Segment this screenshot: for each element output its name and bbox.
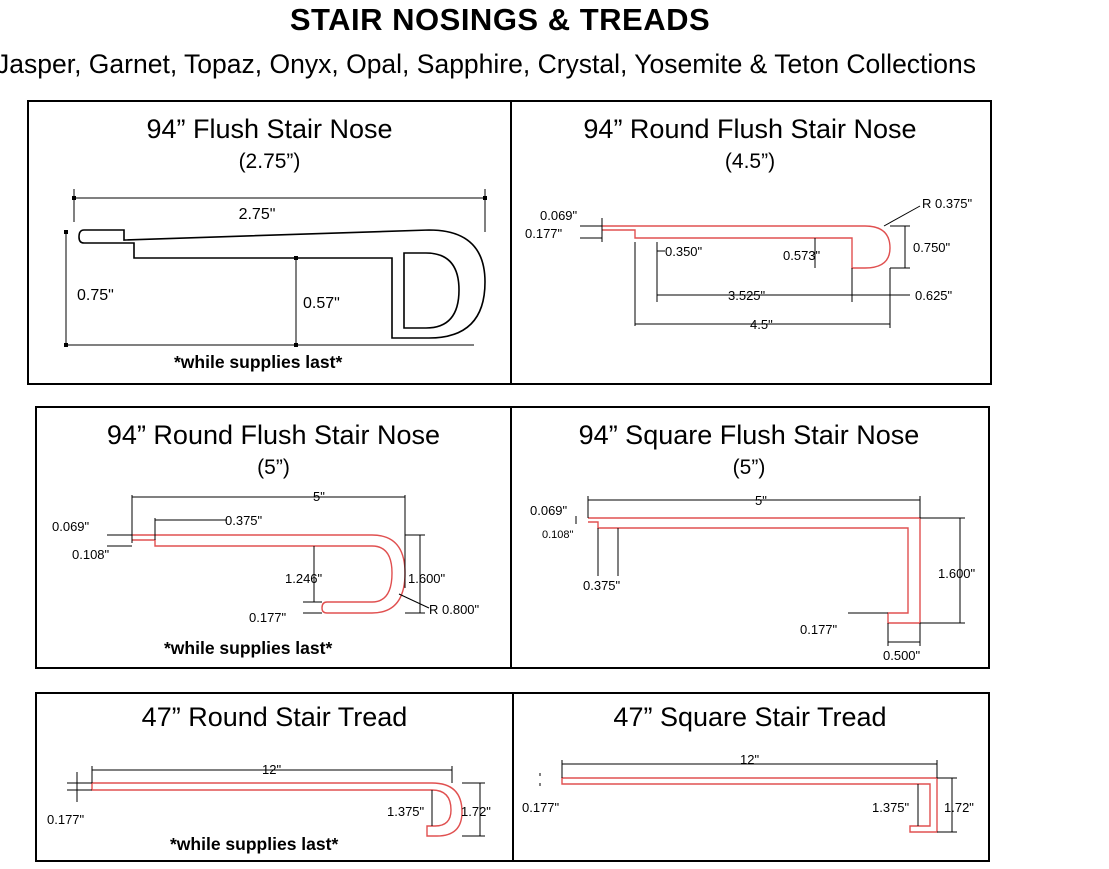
dim-nose-h: 0.750" bbox=[913, 240, 951, 255]
dim-gap: 0.375" bbox=[225, 513, 263, 528]
dim-thick: 0.177" bbox=[525, 226, 563, 241]
dim-run: 3.525" bbox=[728, 288, 766, 303]
panel-round-flush-nose-4-5: 94” Round Flush Stair Nose (4.5”) 0.069"… bbox=[510, 102, 990, 383]
panel-size: (2.75”) bbox=[238, 150, 301, 173]
dim-radius: R 0.800" bbox=[429, 602, 480, 617]
dim-lip: 0.069" bbox=[52, 519, 90, 534]
dim-gap: 0.350" bbox=[665, 244, 703, 259]
dim-depth: 0.573" bbox=[783, 248, 821, 263]
dim-lip: 0.069" bbox=[530, 503, 568, 518]
supply-note: *while supplies last* bbox=[164, 638, 333, 658]
flush-stair-nose-diagram: 2.75ʺ 0.75ʺ 0.57ʺ bbox=[64, 189, 487, 347]
dim-gap: 0.375" bbox=[583, 578, 621, 593]
row-3: 47” Round Stair Tread 12" 0.177" 1.375" … bbox=[35, 692, 990, 862]
dim-total: 5" bbox=[313, 489, 325, 504]
panel-square-stair-tread: 47” Square Stair Tread 12" 0.177" 1.375"… bbox=[512, 694, 988, 860]
panel-title: 47” Round Stair Tread bbox=[141, 702, 408, 732]
panel-size: (5”) bbox=[732, 456, 766, 479]
dim-height: 1.600" bbox=[938, 566, 976, 581]
round-flush-nose-4-5-diagram: 0.069" 0.177" 0.350" 0.573" 0.750" R 0.3… bbox=[525, 196, 973, 332]
panel-title: 94” Square Flush Stair Nose bbox=[578, 420, 920, 450]
panel-flush-stair-nose: 94” Flush Stair Nose (2.75”) 2.75ʺ 0.75ʺ… bbox=[29, 102, 512, 383]
square-flush-nose-5-diagram: 5" 0.069" 0.108" 0.375" 1.600" 0.177" 0.… bbox=[530, 493, 976, 663]
round-stair-tread-diagram: 12" 0.177" 1.375" 1.72" bbox=[47, 762, 491, 837]
panel-round-flush-nose-5: 94” Round Flush Stair Nose (5”) 5" 0.069… bbox=[37, 408, 512, 667]
dim-outer-h: 1.72" bbox=[944, 800, 974, 815]
row-1: 94” Flush Stair Nose (2.75”) 2.75ʺ 0.75ʺ… bbox=[27, 100, 992, 385]
dim-foot: 0.500" bbox=[883, 648, 921, 663]
panel-title: 94” Flush Stair Nose bbox=[146, 114, 393, 144]
dim-inner-h: 1.246" bbox=[285, 571, 323, 586]
dim-thick: 0.177" bbox=[47, 812, 85, 827]
dim-total: 5" bbox=[755, 493, 767, 508]
collections-subtitle-text: Jasper, Garnet, Topaz, Onyx, Opal, Sapph… bbox=[0, 49, 977, 79]
dim-lip: 0.069" bbox=[540, 208, 578, 223]
dim-inner-h: 1.375" bbox=[872, 800, 910, 815]
panel-title: 47” Square Stair Tread bbox=[613, 702, 887, 732]
page-title: STAIR NOSINGS & TREADS bbox=[289, 2, 711, 37]
dim-inner-h: 1.375" bbox=[387, 804, 425, 819]
dim-height: 0.75ʺ bbox=[77, 287, 114, 304]
panel-title: 94” Round Flush Stair Nose bbox=[583, 114, 917, 144]
dim-return: 0.177" bbox=[800, 622, 838, 637]
dim-width: 2.75ʺ bbox=[239, 206, 276, 223]
dim-width: 12" bbox=[740, 752, 759, 767]
row-2: 94” Round Flush Stair Nose (5”) 5" 0.069… bbox=[35, 406, 990, 669]
dim-thick: 0.108" bbox=[72, 547, 110, 562]
dim-return: 0.177" bbox=[249, 610, 287, 625]
round-flush-nose-5-diagram: 5" 0.069" 0.108" 0.375" 1.246" 1.600" 0.… bbox=[52, 489, 480, 625]
panel-square-flush-nose-5: 94” Square Flush Stair Nose (5”) 5" 0.06… bbox=[510, 408, 988, 667]
dim-radius: R 0.375" bbox=[922, 196, 973, 211]
dim-total: 4.5" bbox=[750, 317, 773, 332]
panel-round-stair-tread: 47” Round Stair Tread 12" 0.177" 1.375" … bbox=[37, 694, 514, 860]
dim-width: 12" bbox=[262, 762, 281, 777]
supply-note: *while supplies last* bbox=[174, 352, 343, 372]
dim-nose-w: 0.625" bbox=[915, 288, 953, 303]
supply-note: *while supplies last* bbox=[170, 834, 339, 854]
panel-size: (5”) bbox=[257, 456, 290, 479]
panel-title: 94” Round Flush Stair Nose bbox=[106, 420, 441, 450]
dim-thick: 0.108" bbox=[542, 529, 574, 541]
dim-thick: 0.177" bbox=[522, 800, 560, 815]
panel-size: (4.5”) bbox=[724, 150, 776, 173]
collections-subtitle: Jasper, Garnet, Topaz, Onyx, Opal, Sapph… bbox=[0, 49, 1109, 80]
dim-inner: 0.57ʺ bbox=[303, 295, 340, 312]
dim-outer-h: 1.72" bbox=[461, 804, 491, 819]
square-stair-tread-diagram: 12" 0.177" 1.375" 1.72" bbox=[522, 752, 974, 833]
dim-outer-h: 1.600" bbox=[408, 571, 446, 586]
